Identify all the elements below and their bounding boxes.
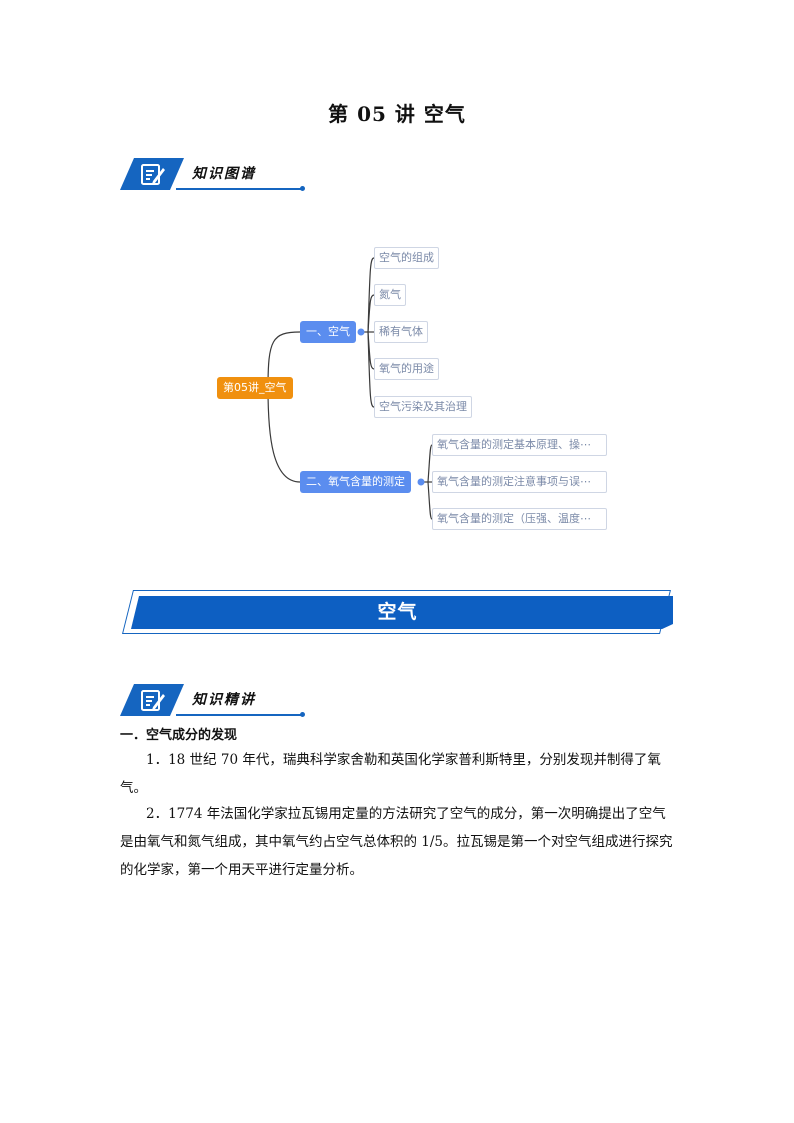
section-underline <box>176 188 302 190</box>
edit-note-icon <box>141 690 165 711</box>
edit-note-icon <box>141 164 165 185</box>
content-heading: 一．空气成分的发现 <box>120 728 238 743</box>
branch-expand-dot <box>417 478 425 486</box>
section-underline-dot <box>300 186 305 191</box>
section-underline <box>176 714 302 716</box>
banner-fill <box>131 596 673 629</box>
mindmap-leaf[interactable]: 氧气含量的测定（压强、温度⋯ <box>432 508 607 530</box>
banner-title: 空气 <box>377 601 418 623</box>
section-header-label: 知识精讲 <box>192 692 256 708</box>
mindmap-root-node[interactable]: 第05讲_空气 <box>217 377 293 399</box>
mindmap-leaf[interactable]: 氧气含量的测定基本原理、操⋯ <box>432 434 607 456</box>
section-header-label: 知识图谱 <box>192 166 256 182</box>
section-underline-dot <box>300 712 305 717</box>
mindmap-leaf[interactable]: 空气污染及其治理 <box>374 396 472 418</box>
mind-map-connectors <box>267 257 433 520</box>
paragraph-2: 2．1774 年法国化学家拉瓦锡用定量的方法研究了空气的成分，第一次明确提出了空… <box>120 806 673 878</box>
section-header-knowledge-map: 知识图谱 <box>120 158 305 194</box>
mind-map: 第05讲_空气 一、空气 二、氧气含量的测定 空气的组成 氮气 稀有气体 氧气的… <box>0 230 794 560</box>
paragraph-1: 1．18 世纪 70 年代，瑞典科学家舍勒和英国化学家普利斯特里，分别发现并制得… <box>120 752 661 796</box>
mindmap-leaf[interactable]: 空气的组成 <box>374 247 439 269</box>
page-title: 第 05 讲 空气 <box>328 102 466 126</box>
mindmap-leaf[interactable]: 氧气含量的测定注意事项与误⋯ <box>432 471 607 493</box>
section-header-knowledge-explain: 知识精讲 <box>120 684 305 720</box>
chapter-banner: 空气 <box>122 590 673 635</box>
mindmap-leaf[interactable]: 氧气的用途 <box>374 358 439 380</box>
mindmap-leaf[interactable]: 稀有气体 <box>374 321 428 343</box>
mindmap-branch-oxygen-measurement[interactable]: 二、氧气含量的测定 <box>300 471 411 493</box>
branch-expand-dot <box>357 328 365 336</box>
mindmap-leaf[interactable]: 氮气 <box>374 284 406 306</box>
mindmap-branch-air[interactable]: 一、空气 <box>300 321 356 343</box>
